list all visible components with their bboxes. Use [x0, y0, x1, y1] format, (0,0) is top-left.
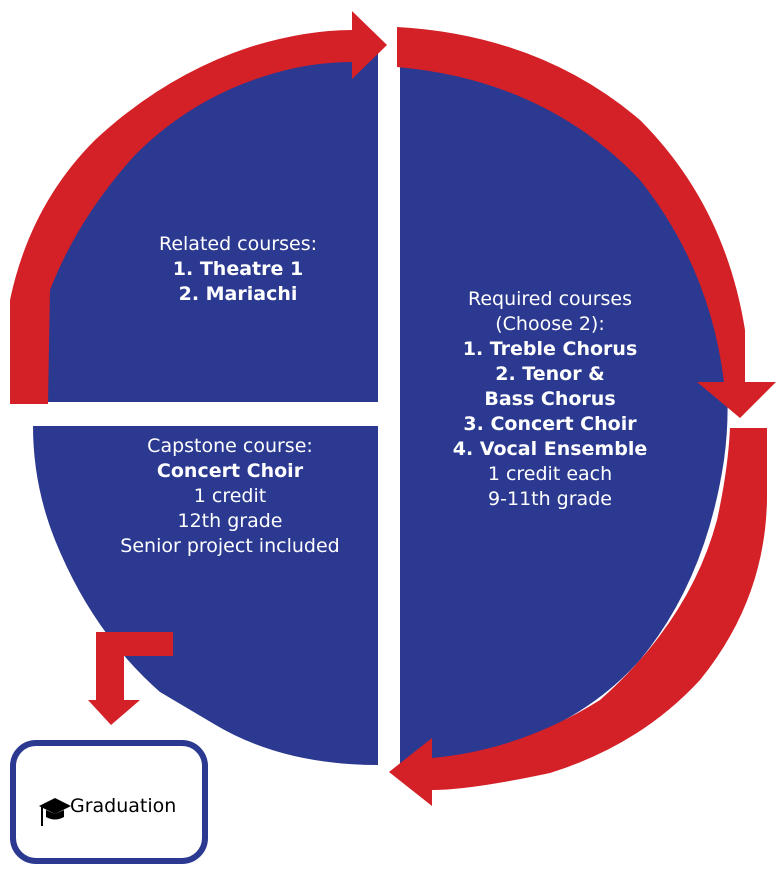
to-graduation-arrow [88, 632, 173, 725]
top-left-arrow [10, 11, 387, 404]
related-courses-text: Related courses: 1. Theatre 1 2. Mariach… [88, 232, 388, 307]
graduation-box: Graduation [10, 740, 208, 864]
required-courses-subheading: (Choose 2): [495, 313, 605, 335]
required-courses-panel [400, 40, 728, 770]
required-course-item: Bass Chorus [484, 388, 616, 410]
capstone-course-panel [33, 426, 378, 765]
required-course-item: 3. Concert Choir [463, 413, 637, 435]
required-grade: 9-11th grade [488, 488, 612, 510]
top-right-arrow [397, 27, 776, 418]
capstone-heading: Capstone course: [147, 435, 313, 457]
related-courses-heading: Related courses: [158, 233, 317, 255]
related-course-item: 2. Mariachi [178, 283, 298, 305]
required-courses-heading: Required courses [467, 288, 632, 310]
capstone-note: Senior project included [120, 535, 340, 557]
required-credit: 1 credit each [487, 463, 613, 485]
capstone-grade: 12th grade [177, 510, 283, 532]
required-course-item: 2. Tenor & [495, 363, 605, 385]
capstone-course-name: Concert Choir [156, 460, 304, 482]
bottom-right-arrow [389, 428, 767, 806]
capstone-course-text: Capstone course: Concert Choir 1 credit … [80, 434, 380, 559]
graduation-label: Graduation [70, 795, 177, 817]
capstone-credit: 1 credit [193, 485, 267, 507]
related-course-item: 1. Theatre 1 [172, 258, 304, 280]
required-course-item: 1. Treble Chorus [462, 338, 638, 360]
required-course-item: 4. Vocal Ensemble [452, 438, 648, 460]
required-courses-text: Required courses (Choose 2): 1. Treble C… [400, 287, 700, 512]
graduation-cap-icon [39, 798, 71, 826]
